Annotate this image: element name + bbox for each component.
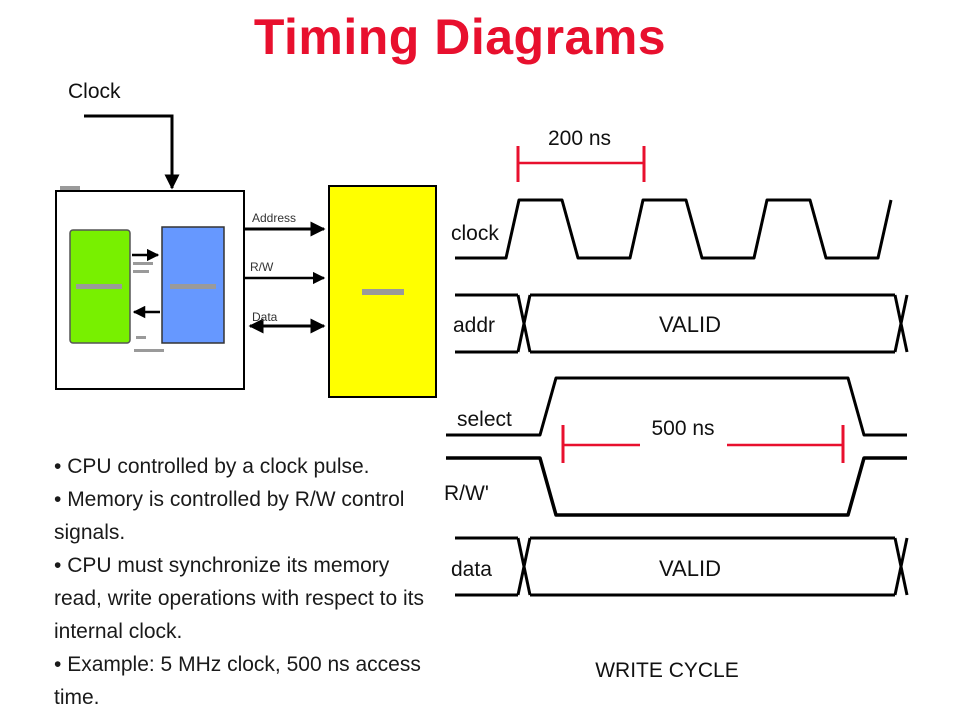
rw-line-label: R/W [250,260,274,274]
data-waveform [455,536,909,597]
select-signal-label: select [457,408,512,431]
clock-input-label: Clock [68,80,121,103]
timing-diagram: 200 ns clock addr VALID select R/W' 500 … [444,127,909,682]
bullet-item: CPU must synchronize its memory read, wr… [54,549,434,648]
address-bus-label: Address [252,211,296,225]
addr-signal-label: addr [453,314,495,337]
rw-waveform [446,456,907,517]
select-waveform [446,376,907,437]
data-signal-label: data [451,558,492,581]
access-time-label: 500 ns [651,417,714,440]
module-placeholder-bar [60,186,80,190]
clock-signal-label: clock [451,222,499,245]
bullet-item: Memory is controlled by R/W control sign… [54,483,434,549]
internal-placeholder [133,262,153,265]
data-valid-label: VALID [659,556,721,581]
slide-title: Timing Diagrams [253,9,667,65]
memory-placeholder-text [362,289,404,295]
bullet-item: Example: 5 MHz clock, 500 ns access time… [54,648,434,714]
clock-waveform [455,198,893,260]
bullet-item: CPU controlled by a clock pulse. [54,450,434,483]
write-cycle-caption: WRITE CYCLE [595,659,739,682]
register-placeholder-text [170,284,216,289]
addr-waveform [455,293,909,354]
internal-placeholder [134,349,164,352]
period-label: 200 ns [548,127,611,150]
cpu-placeholder-text [76,284,122,289]
data-bus-label: Data [252,310,278,324]
addr-valid-label: VALID [659,312,721,337]
rw-signal-label: R/W' [444,482,489,505]
internal-placeholder [133,270,149,273]
internal-placeholder [136,336,146,339]
clock-input-arrow [84,114,180,190]
block-diagram: Clock Address R/W Data [55,80,437,398]
bullet-list: CPU controlled by a clock pulse. Memory … [54,450,434,714]
